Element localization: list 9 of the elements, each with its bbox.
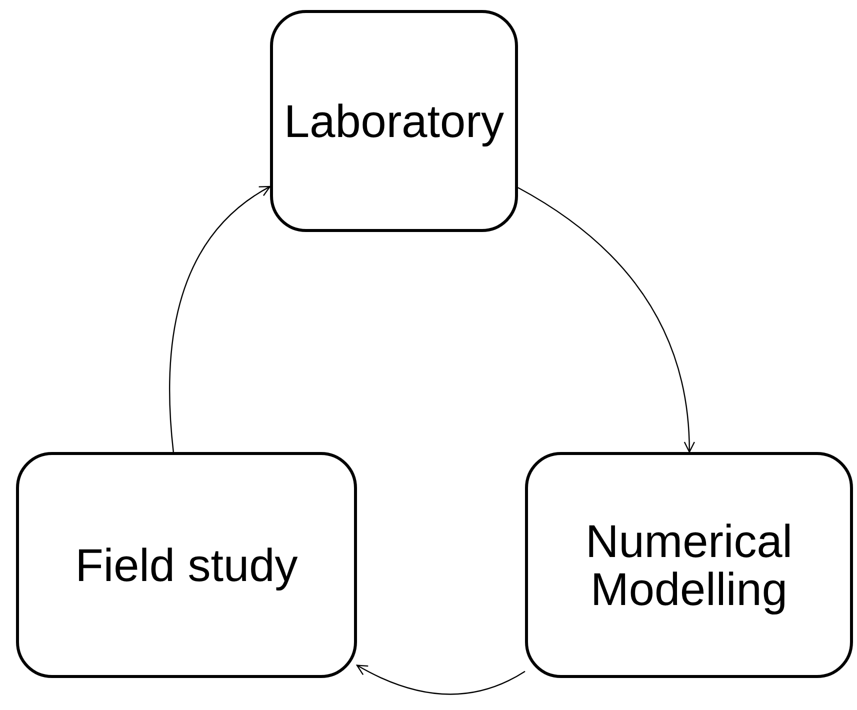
process-box — [16, 452, 357, 678]
process-box — [525, 452, 853, 678]
curved-arrow — [356, 664, 526, 695]
box-label: Field study — [75, 540, 298, 590]
process-box — [270, 10, 518, 232]
curved-arrow — [169, 186, 271, 452]
box-label: Laboratory — [284, 96, 504, 146]
curved-arrow — [518, 187, 695, 453]
box-label: Numerical Modelling — [584, 516, 794, 614]
